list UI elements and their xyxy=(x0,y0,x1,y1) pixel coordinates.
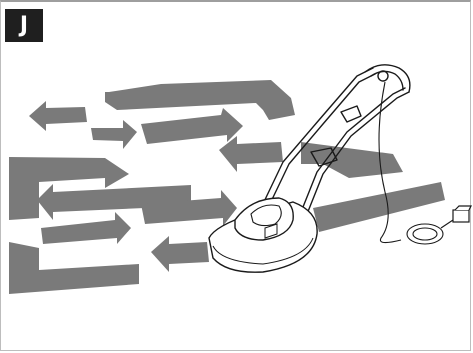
stripe-arrow-left-2 xyxy=(91,120,137,149)
stripe-arrow-left-4 xyxy=(37,184,191,220)
mower-deck xyxy=(208,197,318,273)
mowing-stripes xyxy=(9,80,445,294)
deck-vent xyxy=(264,223,278,239)
stripe-arrow-right-1 xyxy=(141,108,243,144)
power-cable xyxy=(378,81,454,245)
handle-top-grip-inner xyxy=(370,70,404,91)
cable-coil-inner xyxy=(412,227,438,241)
stripe-arrow-left-3 xyxy=(219,136,283,172)
stripe-top-hook xyxy=(105,80,295,120)
handle-crossbar xyxy=(310,147,338,167)
power-plug xyxy=(452,205,472,223)
cable-lead xyxy=(440,219,454,229)
stripe-arrow-right-2 xyxy=(141,190,237,226)
motor-cap xyxy=(250,204,282,227)
stripe-lane-right xyxy=(301,142,403,178)
handle-right-bar-inner xyxy=(306,91,410,215)
handle-top-grip xyxy=(364,64,411,93)
handle-left-bar-outer xyxy=(260,67,374,209)
handle-left-bar-inner xyxy=(266,73,376,211)
cable-line xyxy=(378,81,402,244)
stripe-lane-left xyxy=(9,157,129,220)
handle-mid-bracket xyxy=(340,105,362,123)
stripe-right-long xyxy=(313,182,445,232)
figure-label-badge: J xyxy=(5,9,43,42)
stripe-arrow-left-5 xyxy=(41,212,131,244)
handle-right-bar-outer xyxy=(300,87,406,213)
switch-knob xyxy=(377,70,389,82)
stripe-arrow-left-6 xyxy=(151,236,209,272)
cable-coil-outer xyxy=(406,223,444,245)
stripe-lane-bottom xyxy=(9,242,139,294)
mower-handle xyxy=(260,64,411,215)
deck-rim xyxy=(212,237,314,265)
stripe-arrow-left-1 xyxy=(29,101,87,131)
